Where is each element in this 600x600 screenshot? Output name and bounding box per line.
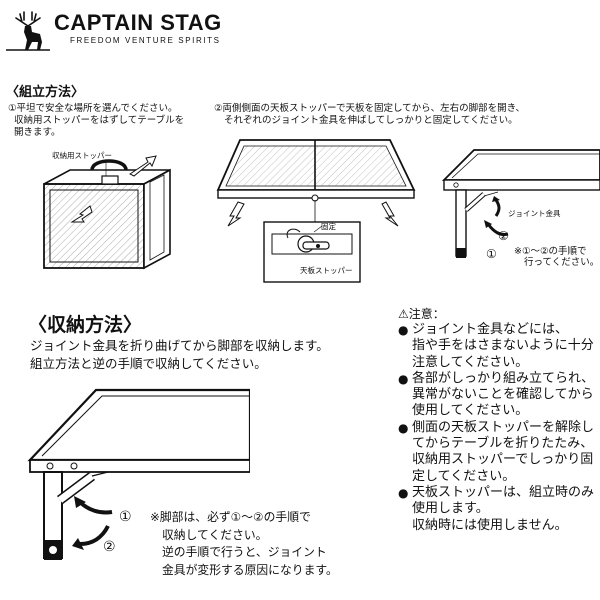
assembly-heading: 〈組立方法〉: [6, 85, 85, 100]
caution-item: ● 側面の天板ストッパーを解除してからテーブルを折りたたみ、収納用ストッパーでし…: [398, 420, 598, 485]
storage-instructions: ジョイント金具を折り曲げてから脚部を収納します。 組立方法と逆の手順で収納してく…: [30, 337, 329, 373]
caution-item: ● ジョイント金具などには、 指や手をはさまないように十分注意してください。: [398, 322, 598, 371]
caution-list: ● ジョイント金具などには、 指や手をはさまないように十分注意してください。 ●…: [398, 322, 598, 534]
assembly-step-number-2: ②: [498, 229, 509, 243]
assembly-step1-line: 収納用ストッパーをはずしてテーブルを: [14, 115, 185, 126]
caution-item: ● 天板ストッパーは、組立時のみ使用します。 収納時には使用しません。: [398, 485, 598, 534]
caution-text: 側面の天板ストッパーを解除してからテーブルを折りたたみ、収納用ストッパーでしっか…: [412, 419, 595, 484]
storage-note-line: 金具が変形する原因になります。: [162, 562, 338, 577]
storage-step-number-1: ①: [119, 509, 132, 525]
storage-note-line: 収納してください。: [162, 527, 268, 542]
assembly-step2-text: ②両側側面の天板ストッパーで天板を固定してから、左右の脚部を開き、 それぞれのジ…: [214, 103, 525, 127]
fix-label: 固定: [321, 222, 336, 231]
storage-note-line: ※脚部は、必ず①～②の手順で: [150, 510, 311, 524]
assembly-step1-line: ①平坦で安全な場所を選んでください。: [8, 103, 178, 114]
bullet-icon: ●: [398, 371, 409, 386]
caution-text: 天板ストッパーは、組立時のみ使用します。 収納時には使用しません。: [412, 484, 595, 533]
brand-name: CAPTAIN STAG: [54, 10, 222, 35]
assembly-step2-line: それぞれのジョイント金具を伸ばしてしっかりと固定してください。: [224, 115, 518, 126]
joint-label: ジョイント金具: [508, 209, 561, 218]
storage-leg-illustration: [27, 388, 250, 560]
storage-note: ※脚部は、必ず①～②の手順で 収納してください。 逆の手順で行うと、ジョイント …: [150, 509, 338, 579]
assembly-step1-line: 開きます。: [14, 127, 61, 138]
caution-text: ジョイント金具などには、 指や手をはさまないように十分注意してください。: [412, 322, 594, 370]
note-line: 行ってください。: [524, 257, 600, 268]
brand-tagline: FREEDOM VENTURE SPIRITS: [70, 36, 221, 45]
bullet-icon: ●: [398, 323, 409, 337]
caution-title: ⚠注意：: [398, 307, 445, 321]
leg-joint-illustration: [441, 149, 600, 258]
stopper-label: 収納用ストッパー: [52, 151, 112, 160]
folded-table-illustration: [43, 155, 171, 270]
assembly-step3-note: ※①～②の手順で 行ってください。: [514, 246, 599, 268]
assembly-step1-text: ①平坦で安全な場所を選んでください。 収納用ストッパーをはずしてテーブルを 開き…: [8, 103, 184, 139]
storage-step-number-2: ②: [103, 539, 116, 555]
caution-text: 各部がしっかり組み立てられ、異常がないことを確認してから使用してください。: [412, 370, 595, 419]
caution-item: ● 各部がしっかり組み立てられ、異常がないことを確認してから使用してください。: [398, 371, 598, 420]
stag-logo-icon: [6, 11, 50, 51]
top-stopper-label: 天板ストッパー: [300, 266, 353, 275]
bullet-icon: ●: [398, 420, 409, 435]
storage-heading: 〈収納方法〉: [28, 314, 143, 336]
open-table-illustration: [216, 139, 416, 283]
bullet-icon: ●: [398, 485, 409, 500]
storage-line: 組立方法と逆の手順で収納してください。: [30, 356, 267, 371]
storage-note-line: 逆の手順で行うと、ジョイント: [162, 545, 327, 559]
storage-line: ジョイント金具を折り曲げてから脚部を収納します。: [30, 338, 329, 353]
assembly-step-number-1: ①: [486, 247, 497, 261]
assembly-step2-line: ②両側側面の天板ストッパーで天板を固定してから、左右の脚部を開き、: [214, 103, 525, 114]
note-line: ※①～②の手順で: [514, 246, 587, 257]
